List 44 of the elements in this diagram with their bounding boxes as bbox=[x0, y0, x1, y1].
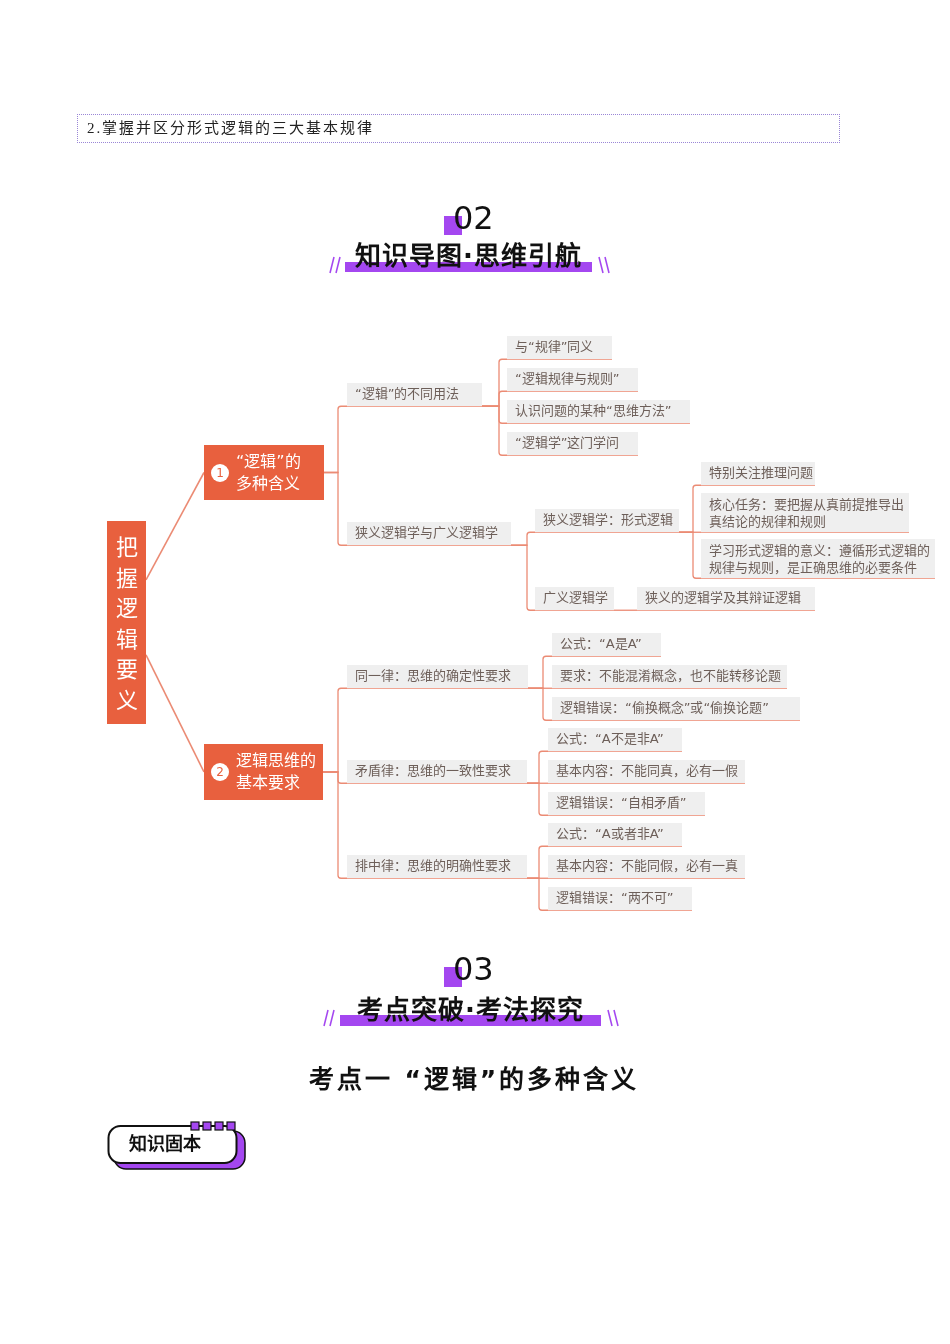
objective-box: 2.掌握并区分形式逻辑的三大基本规律 bbox=[77, 114, 840, 143]
central-topic-box: 把握逻辑要义 bbox=[107, 521, 146, 724]
connector-line bbox=[526, 877, 549, 911]
subtopic-box: 矛盾律：思维的一致性要求 bbox=[347, 760, 527, 784]
connector-line bbox=[678, 531, 702, 579]
connector-line bbox=[145, 471, 205, 581]
subtopic-box: 学习形式逻辑的意义：遵循形式逻辑的规律与规则，是正确思维的必要条件 bbox=[701, 539, 935, 579]
subtopic-box: “逻辑规律与规则” bbox=[507, 368, 638, 392]
subtopic-box: 基本内容：不能同假，必有一真 bbox=[548, 855, 745, 879]
topic-heading: 考点一 “逻辑”的多种含义 bbox=[308, 1064, 640, 1096]
subtopic-box: 狭义的逻辑学及其辩证逻辑 bbox=[637, 587, 815, 611]
subtopic-box: 基本内容：不能同真，必有一假 bbox=[548, 760, 745, 784]
subtopic-box: 特别关注推理问题 bbox=[701, 462, 815, 486]
subtopic-box: 公式：“A不是非A” bbox=[548, 728, 682, 752]
subtopic-box: 逻辑错误：“两不可” bbox=[548, 887, 692, 911]
subtopic-box: 公式：“A或者非A” bbox=[548, 823, 682, 847]
topic-box bbox=[204, 445, 324, 500]
connector-line bbox=[526, 782, 549, 816]
subtopic-box: 认识问题的某种“思维方法” bbox=[507, 400, 690, 424]
topic-text: 逻辑思维的基本要求 bbox=[236, 750, 317, 794]
subtopic-box: 同一律：思维的确定性要求 bbox=[347, 665, 528, 689]
subtopic-box: 逻辑错误：“偷换概念”或“偷换论题” bbox=[552, 697, 800, 721]
number-circle: 1 bbox=[211, 463, 229, 482]
topic-box bbox=[204, 744, 323, 800]
topic-text: “逻辑”的多种含义 bbox=[236, 450, 302, 495]
subtopic-box: “逻辑”的不同用法 bbox=[347, 383, 482, 407]
number-circle: 2 bbox=[211, 763, 229, 781]
subtopic-box: “逻辑学”这门学问 bbox=[507, 432, 638, 456]
connector-line bbox=[613, 609, 638, 611]
subtopic-box: 公式：“A是A” bbox=[552, 633, 661, 657]
subtopic-box: 狭义逻辑学与广义逻辑学 bbox=[347, 522, 511, 546]
connector-line bbox=[322, 771, 348, 879]
subtopic-box: 要求：不能混淆概念，也不能转移论题 bbox=[552, 665, 787, 689]
connector-line bbox=[145, 654, 205, 773]
connector-line bbox=[481, 405, 508, 456]
connector-line bbox=[323, 471, 348, 546]
subtopic-box: 广义逻辑学 bbox=[535, 587, 614, 611]
subtopic-box: 逻辑错误：“自相矛盾” bbox=[548, 792, 705, 816]
connector-line bbox=[527, 687, 553, 721]
connector-line bbox=[510, 544, 536, 611]
subtopic-box: 排中律：思维的明确性要求 bbox=[347, 855, 527, 879]
subtopic-box: 狭义逻辑学：形式逻辑 bbox=[535, 509, 679, 533]
subtopic-box: 核心任务：要把握从真前提推导出真结论的规律和规则 bbox=[701, 493, 909, 533]
subtopic-box: 与“规律”同义 bbox=[507, 336, 612, 360]
